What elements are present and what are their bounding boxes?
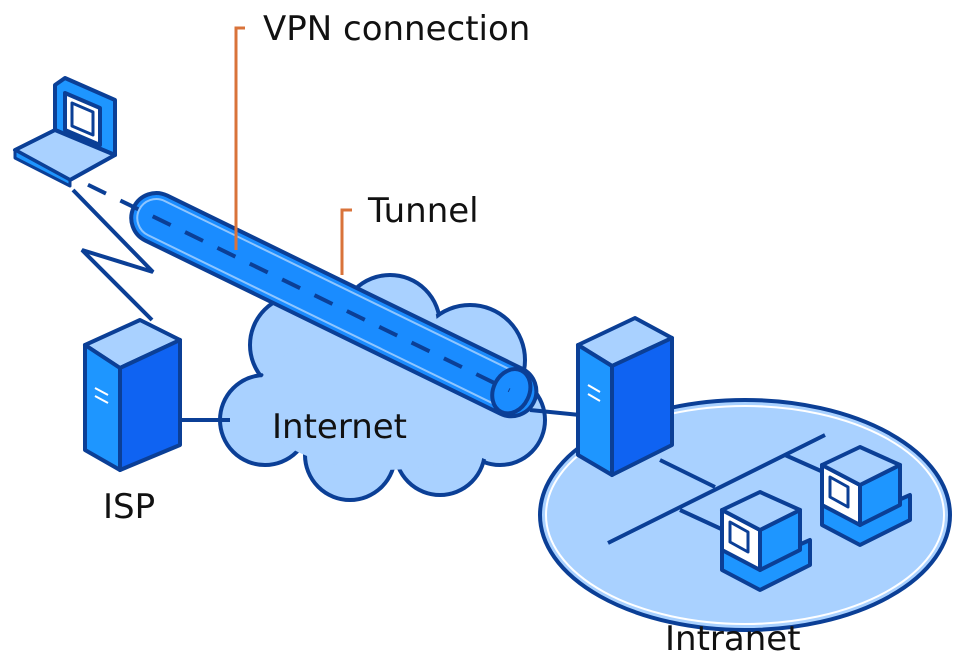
lightning-link-icon	[71, 188, 155, 322]
vpn-connection-label: VPN connection	[263, 9, 530, 49]
desktop-computer-icon	[820, 445, 912, 547]
tunnel	[54, 167, 539, 419]
isp-label: ISP	[103, 487, 155, 527]
tunnel-label: Tunnel	[367, 191, 479, 231]
intranet-server-icon	[576, 316, 674, 477]
vpn-connection-line	[54, 167, 511, 393]
tunnel-callout-line	[340, 208, 352, 275]
intranet-label: Intranet	[665, 619, 801, 659]
vpn-callout-line	[234, 26, 245, 250]
laptop-icon	[13, 76, 117, 188]
isp-server-icon	[83, 318, 182, 472]
internet-label: Internet	[272, 407, 407, 447]
internet-intranet-link	[529, 408, 581, 417]
desktop-computer-icon	[720, 490, 812, 592]
cloud-icon	[218, 273, 547, 502]
intranet-network-lines	[607, 433, 831, 545]
